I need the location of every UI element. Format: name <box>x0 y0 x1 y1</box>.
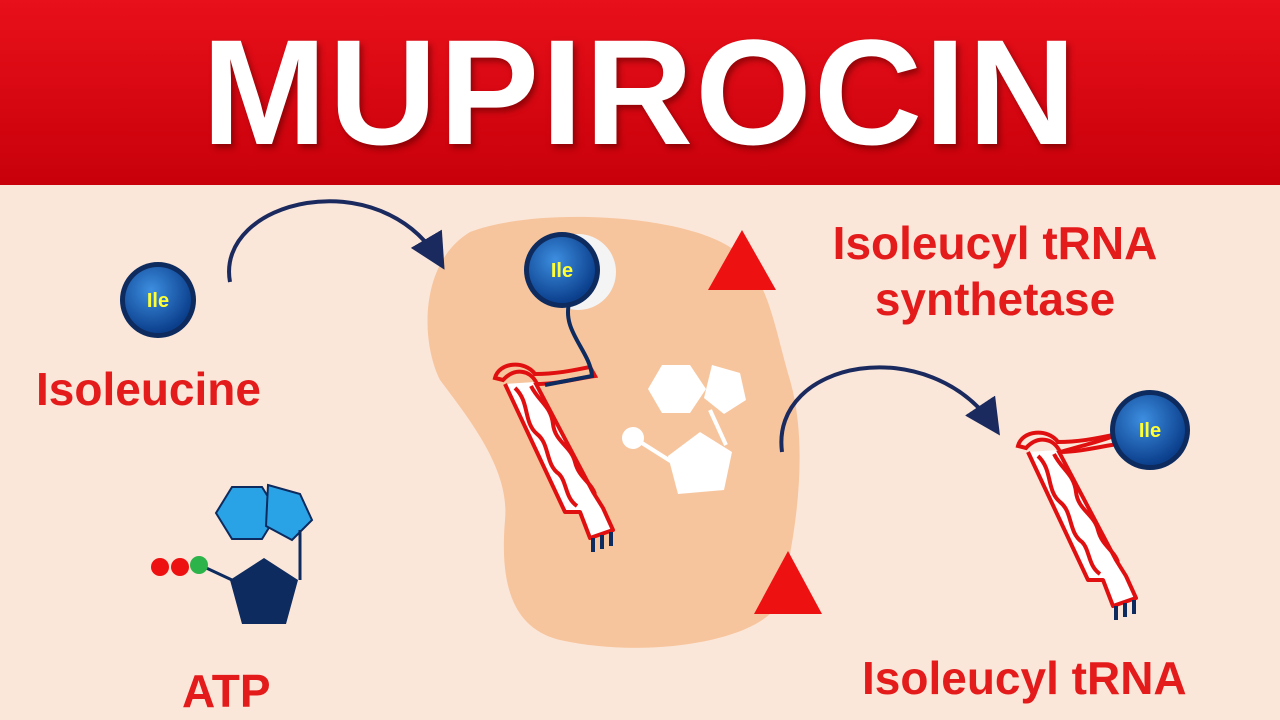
product-label: Isoleucyl tRNA <box>862 652 1187 704</box>
atp-analog-icon <box>622 365 746 494</box>
ile-molecule-icon: Ile <box>1110 390 1190 470</box>
triangle-marker-icon <box>754 551 822 614</box>
enzyme-label: Isoleucyl tRNA synthetase <box>832 217 1158 325</box>
trna-product-icon <box>1016 430 1138 622</box>
arrow-icon <box>779 365 1000 453</box>
ile-label: Ile <box>551 260 573 282</box>
ile-molecule-icon: Ile <box>524 232 600 308</box>
ile-tether <box>544 299 595 387</box>
ile-molecule-icon: Ile <box>120 262 196 338</box>
enzyme-shape <box>427 216 800 648</box>
isoleucine-label: Isoleucine <box>36 363 261 415</box>
ile-label: Ile <box>1139 420 1161 442</box>
title-banner <box>0 0 1280 185</box>
atp-molecule-icon <box>151 483 314 624</box>
triangle-marker-icon <box>708 230 776 290</box>
ile-label: Ile <box>147 290 169 312</box>
page-title: MUPIROCIN <box>201 8 1079 176</box>
atp-label: ATP <box>182 665 271 717</box>
arrow-icon <box>227 199 445 283</box>
